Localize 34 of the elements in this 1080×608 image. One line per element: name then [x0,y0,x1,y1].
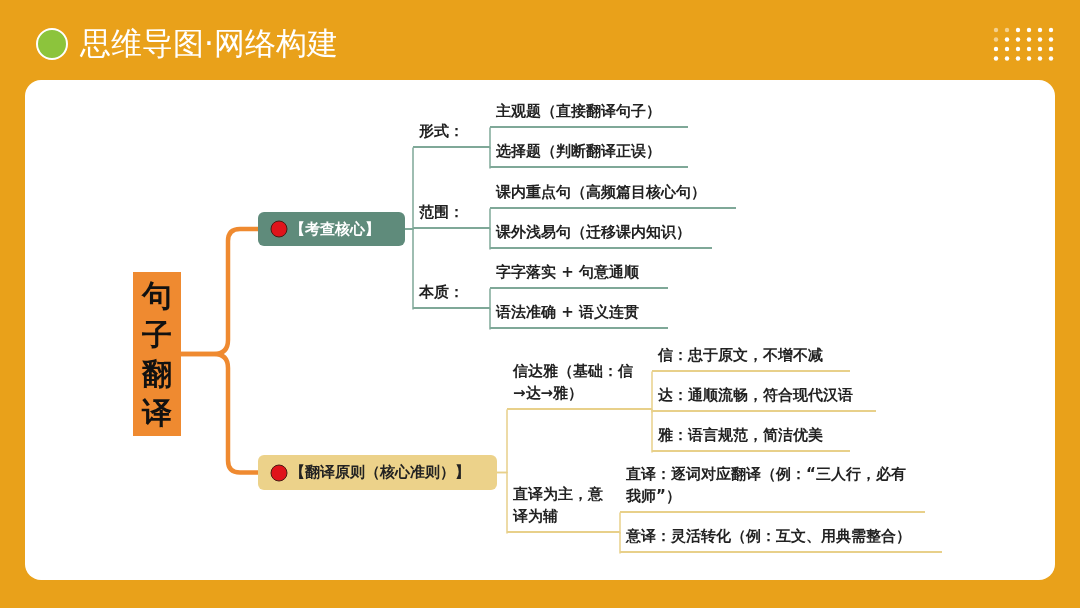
topic-label: 【翻译原则（核心准则）】 [290,463,470,482]
page-title: 思维导图·网络构建 [80,24,338,63]
connector-line [489,208,491,230]
topic-box [258,212,405,246]
branch-text: 语法准确 + 语义连贯 [490,299,668,329]
connector-line [619,532,621,554]
connector-line [489,228,491,250]
connector-line [651,371,653,411]
branch-text: 信达雅（基础：信→达→雅） [507,356,652,410]
connector-line [496,471,508,534]
branch-text: 信：忠于原文，不增不减 [652,342,850,372]
branch-text: 直译：逐词对应翻译（例：“三人行，必有我师”） [620,457,925,513]
connector-line [619,512,621,534]
connector-line [404,228,414,310]
branch-text: 形式： [413,116,490,148]
branch-text: 雅：语言规范，简洁优美 [652,422,850,452]
connector-line [489,288,491,310]
connector-line [489,127,491,149]
branch-text: 字字落实 + 句意通顺 [490,259,668,289]
branch-text: 课外浅易句（迁移课内知识） [490,219,712,249]
branch-text: 直译为主，意译为辅 [507,478,620,533]
branch-text: 主观题（直接翻译句子） [490,98,688,128]
branch-text: 意译：灵活转化（例：互文、用典需整合） [620,523,942,553]
connector-line [489,308,491,330]
title-box: 句子翻译 [133,272,181,436]
branch-text: 选择题（判断翻译正误） [490,138,688,168]
branch-text: 本质： [413,277,490,309]
branch-text: 范围： [413,197,490,229]
branch-text: 达：通顺流畅，符合现代汉语 [652,382,876,412]
connector-line [489,147,491,169]
connector-line [651,409,653,453]
topic-label: 【考查核心】 [290,219,380,239]
topic-box [258,455,497,490]
branch-text: 课内重点句（高频篇目核心句） [490,179,736,209]
